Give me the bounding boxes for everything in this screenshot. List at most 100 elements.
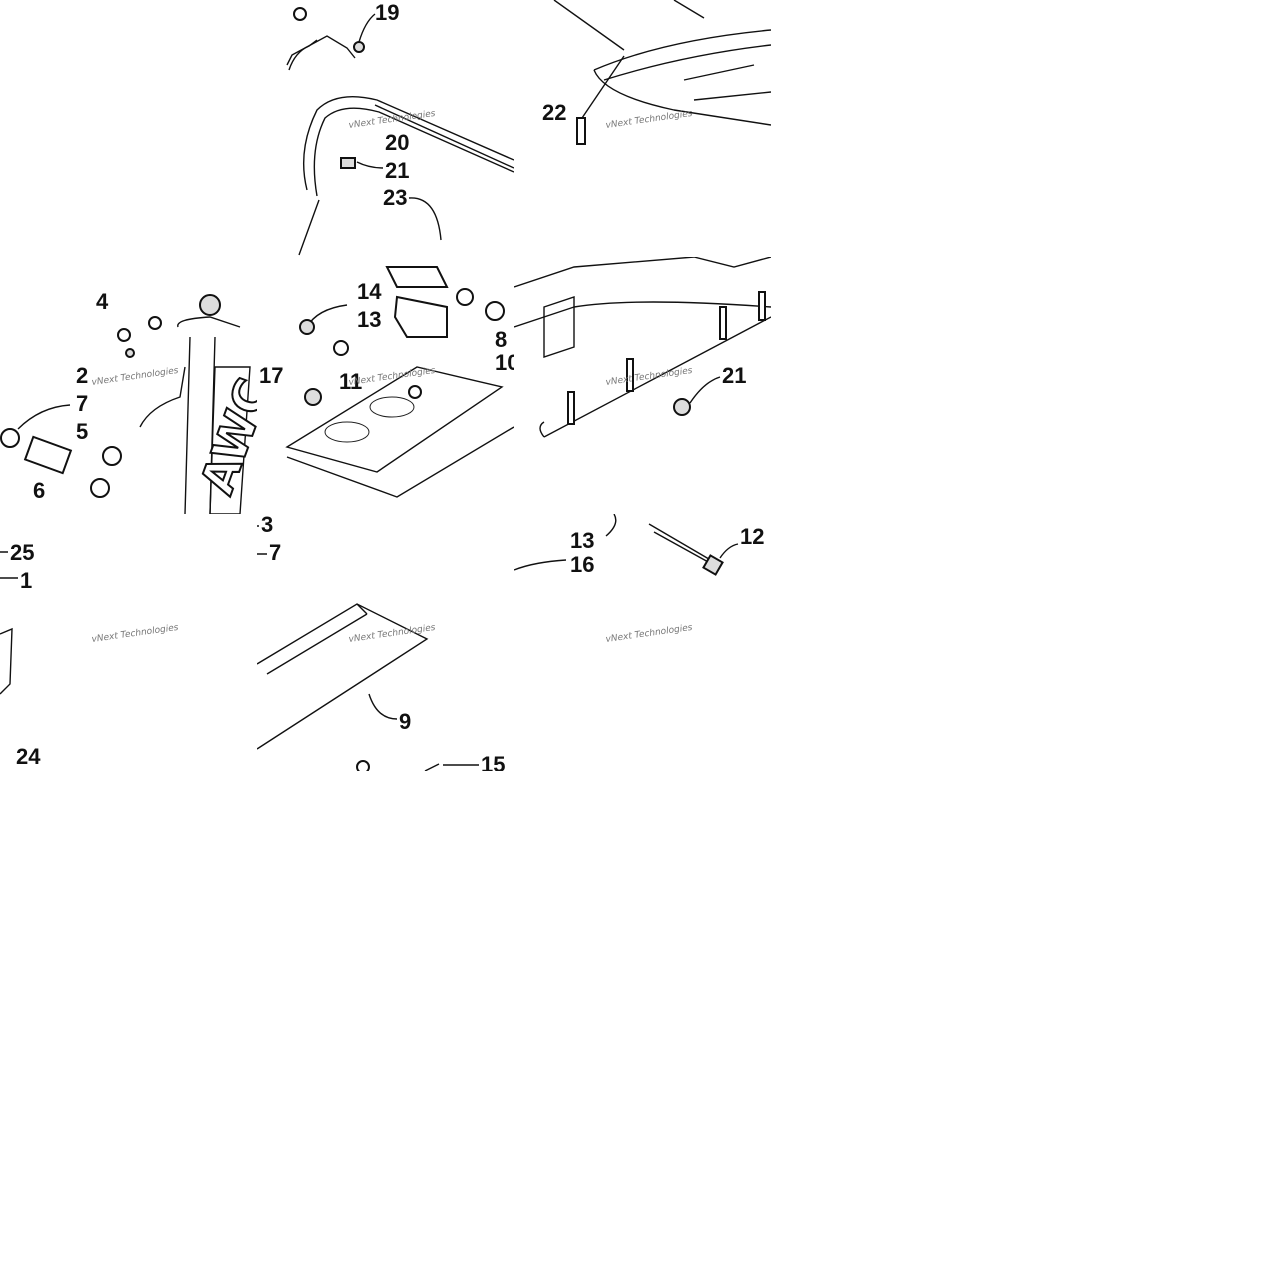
ski-tip [356, 603, 368, 615]
callout-23: 23 [383, 185, 407, 210]
stud [719, 306, 727, 340]
leader-bumper [298, 199, 320, 256]
ski-rib [603, 44, 771, 81]
callout-4: 4 [96, 289, 109, 314]
callout-10: 10 [495, 350, 514, 375]
saddle-plate [285, 366, 504, 473]
plate-cutout [369, 396, 415, 418]
callout-5: 5 [76, 419, 88, 444]
callout-7: 7 [76, 391, 88, 416]
ski-mid [514, 301, 771, 328]
bumper-mount-drawing: 19 20 21 23 vNext Technologies [286, 0, 514, 256]
bolt-head [293, 7, 307, 21]
callout-19: 19 [375, 0, 399, 25]
callout-25: 25 [10, 540, 34, 565]
leader-7 [17, 404, 71, 430]
ski-slots [683, 64, 771, 101]
bumper-bar-outer [303, 95, 514, 191]
decal-plate [209, 366, 251, 514]
bushing [456, 288, 474, 306]
saddle-block [393, 295, 448, 338]
leader-top [553, 0, 625, 51]
callout-9: 9 [399, 709, 411, 734]
bushing [90, 478, 110, 498]
callout-14: 14 [357, 279, 382, 304]
bolt-shank [648, 523, 715, 563]
watermark: vNext Technologies [91, 623, 179, 645]
tile-bolt: 13 12 16 vNext Technologies [514, 514, 771, 771]
stud [673, 0, 705, 19]
callout-12: 12 [740, 524, 764, 549]
watermark: vNext Technologies [605, 366, 693, 388]
callout-22: 22 [542, 100, 566, 125]
ski-upper-drawing: 22 vNext Technologies [542, 0, 771, 145]
callout-21: 21 [722, 363, 746, 388]
tile-lower-left: 25 1 24 vNext Technologies [0, 514, 257, 771]
wear-bar-top [543, 316, 771, 438]
wear-bar-tip [539, 421, 545, 438]
pin-15 [424, 763, 479, 771]
callout-21: 21 [385, 158, 409, 183]
callout-7: 7 [269, 540, 281, 565]
tile-wear-bar: 21 vNext Technologies [514, 257, 771, 514]
callout-3: 3 [261, 514, 273, 537]
tile-spindle: 18 4 2 7 5 6 AWC vNext Technologies [0, 257, 257, 514]
ski-runner [593, 69, 771, 126]
bolt-22 [576, 117, 586, 145]
callout-2: 2 [76, 363, 88, 388]
tile-ski-tail: 3 7 9 15 vNext Technologies [257, 514, 514, 771]
bushing [102, 446, 122, 466]
bolt-head [702, 554, 724, 576]
spindle-drawing: 18 4 2 7 5 6 AWC vNext Technologies [0, 289, 257, 514]
leader-16 [514, 559, 567, 571]
ski-body-edge [286, 426, 514, 498]
callout-11: 11 [339, 369, 362, 394]
watermark: vNext Technologies [605, 109, 693, 131]
wear-bar-drawing: 21 vNext Technologies [514, 257, 771, 438]
stud [758, 291, 766, 321]
callout-20: 20 [385, 130, 409, 155]
watermark: vNext Technologies [91, 366, 179, 388]
lower-left-drawing: 25 1 24 vNext Technologies [0, 540, 179, 769]
cap [199, 294, 221, 316]
mount-bracket [286, 35, 356, 66]
washer [333, 340, 349, 356]
plate-cutout [324, 421, 370, 443]
leader-23 [408, 197, 442, 241]
nut [299, 319, 315, 335]
ski-top [514, 257, 771, 288]
bolt-drawing: 13 12 16 vNext Technologies [514, 514, 764, 645]
leaders [257, 525, 267, 555]
nut-21 [673, 398, 691, 416]
tile-ski-upper: 22 vNext Technologies [514, 0, 771, 257]
washer [117, 328, 131, 342]
tile-bumper-mount: 19 20 21 23 vNext Technologies [257, 0, 514, 257]
clamp-block [385, 266, 449, 288]
leader-12 [719, 543, 739, 559]
callout-8: 8 [495, 327, 507, 352]
spindle-arm [139, 366, 186, 428]
callout-6: 6 [33, 478, 45, 503]
ski-bracket [543, 296, 575, 358]
stud [567, 391, 575, 425]
leader-19 [358, 13, 376, 43]
washer [408, 385, 422, 399]
callout-15: 15 [481, 752, 505, 771]
watermark: vNext Technologies [605, 623, 693, 645]
bushing [0, 428, 20, 448]
nut [125, 348, 135, 358]
nut [353, 41, 365, 53]
bumper-bar-center [374, 104, 514, 169]
callout-13: 13 [570, 528, 594, 553]
nut [304, 388, 322, 406]
washer [356, 760, 370, 771]
bushing [485, 301, 505, 321]
leader-22 [581, 55, 625, 119]
awc-decal: AWC [190, 371, 257, 500]
leader-21 [689, 376, 721, 404]
callout-17: 17 [259, 363, 283, 388]
callout-24: 24 [16, 744, 41, 769]
bumper-bar-inner [313, 107, 514, 197]
washer [148, 316, 162, 330]
